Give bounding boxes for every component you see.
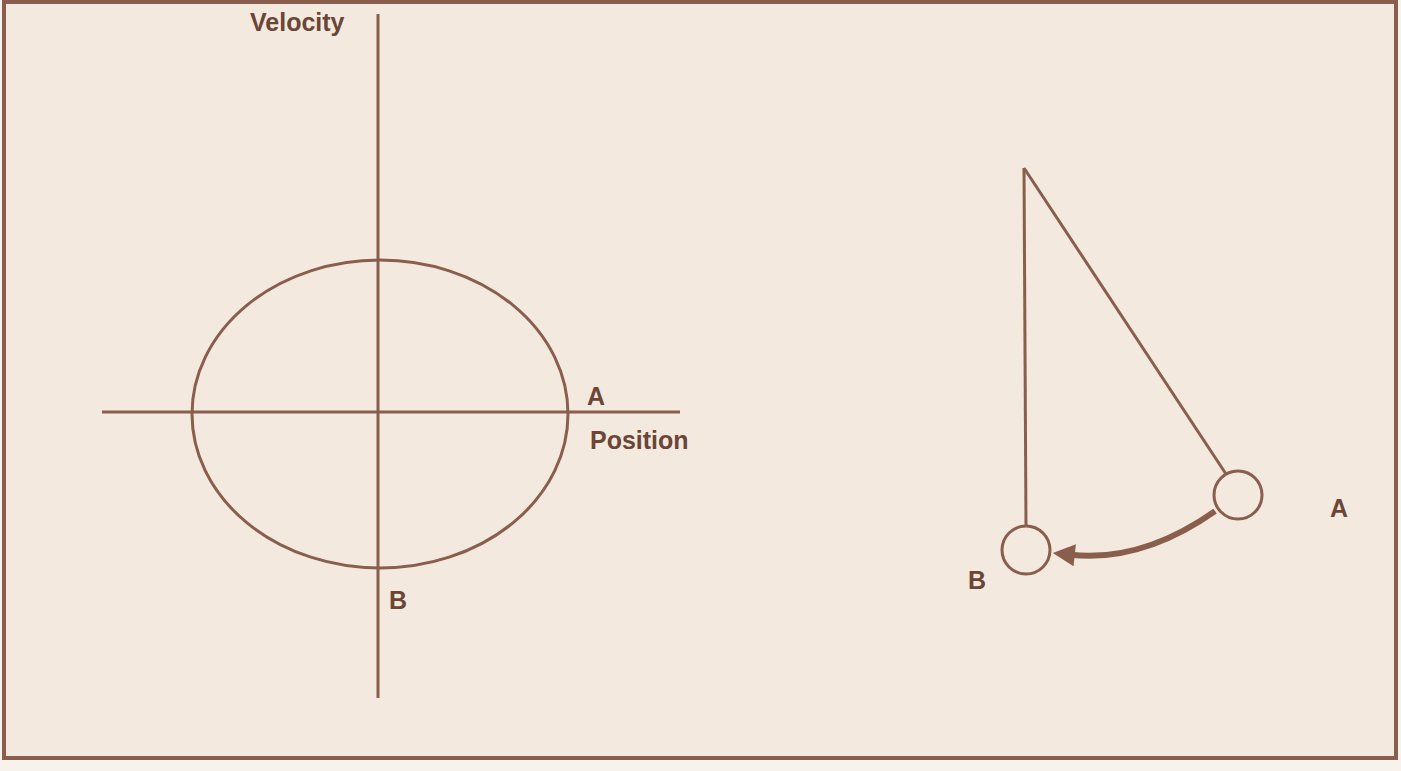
pendulum-bob: A: [1206, 465, 1356, 525]
arrow-head: [1053, 544, 1076, 566]
point-label: B: [389, 588, 407, 613]
pendulum-string: [1024, 168, 1026, 527]
panel-border: [4, 2, 1396, 758]
axis-label: Position: [590, 428, 689, 453]
pendulum-bob: B: [968, 522, 1058, 592]
bob-outline: [1002, 526, 1050, 574]
point-label: A: [587, 384, 605, 409]
pendulum-string: [1024, 168, 1226, 474]
position-axis: [102, 411, 680, 414]
motion-arrow: [1053, 511, 1215, 566]
bob-label: B: [968, 568, 986, 593]
arrow-shaft: [1071, 511, 1215, 556]
axis-label: Velocity: [250, 10, 345, 35]
bob-outline: [1214, 471, 1262, 519]
velocity-axis: [377, 14, 380, 698]
phase-ellipse: [192, 260, 568, 568]
bob-label: A: [1330, 496, 1348, 521]
